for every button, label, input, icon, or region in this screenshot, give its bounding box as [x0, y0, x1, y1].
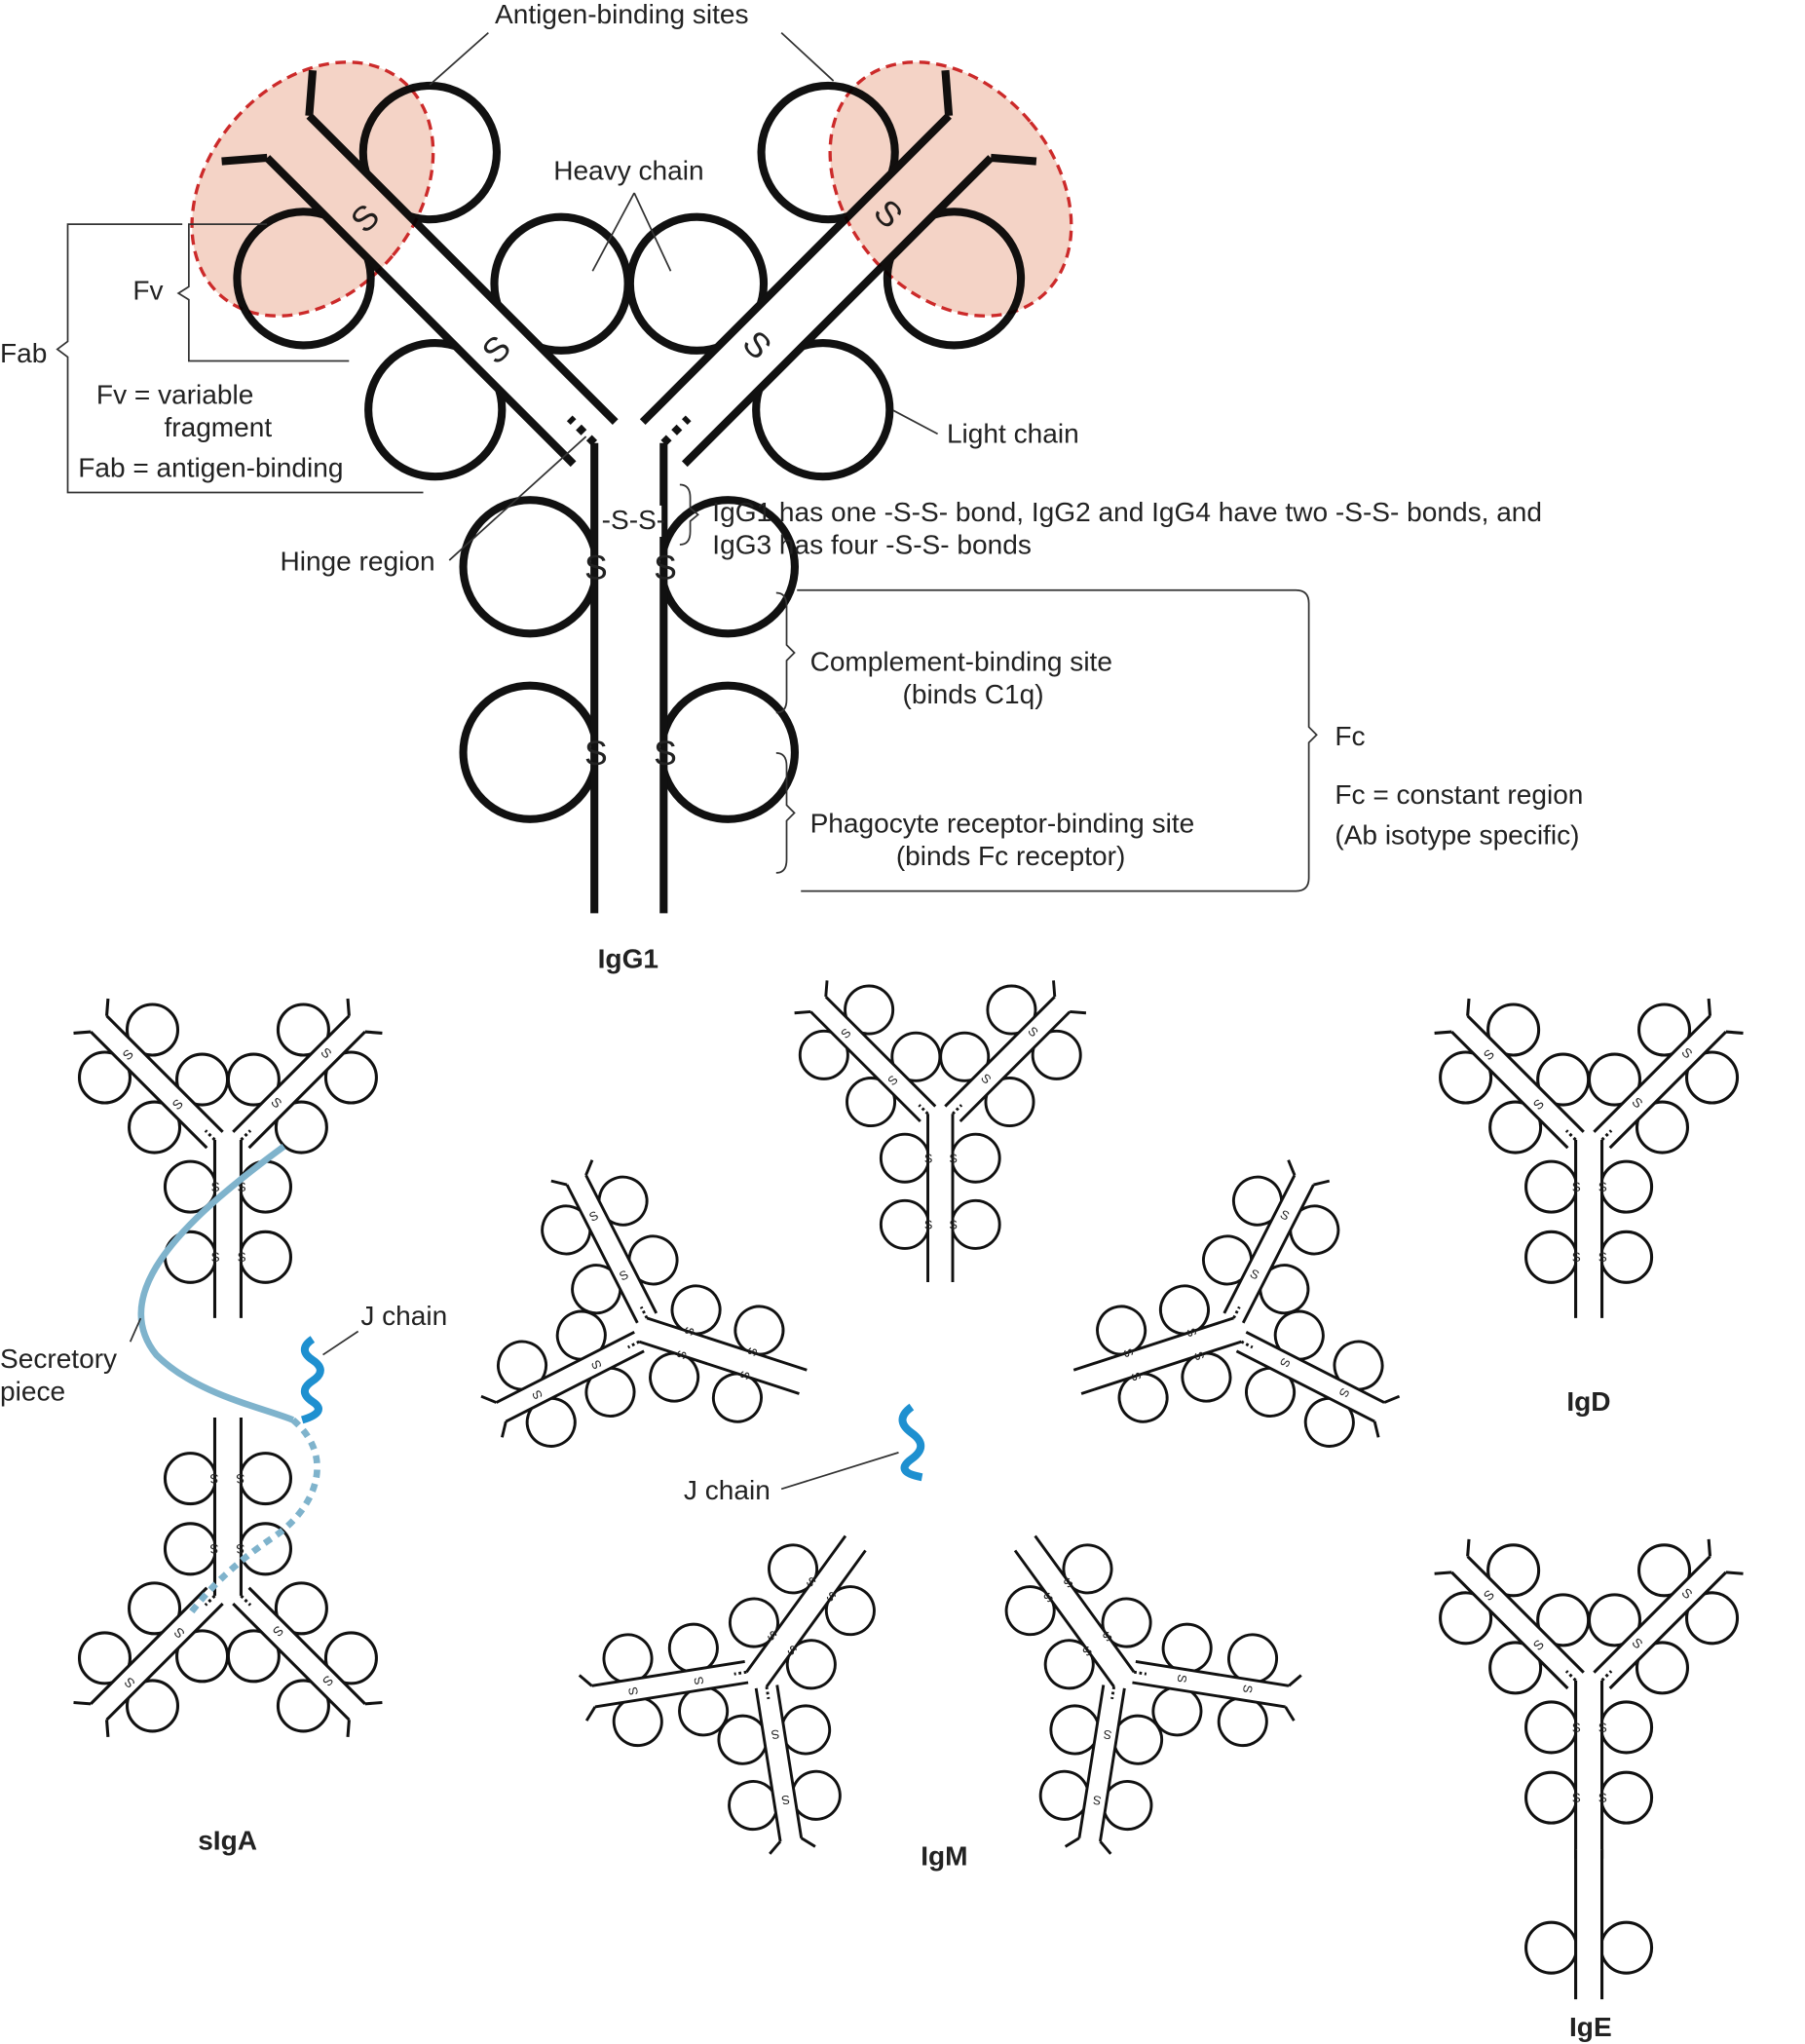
igm-j-chain — [898, 1403, 925, 1482]
secretory-piece-label: Secretory — [0, 1344, 117, 1374]
ige-structure — [1410, 1515, 1767, 2000]
igg1-structure — [142, 6, 1121, 914]
secretory-piece-hidden — [186, 1417, 320, 1617]
complement-binding-site-sub: (binds C1q) — [903, 679, 1044, 709]
secretory-piece-label-cont: piece — [0, 1376, 65, 1406]
igm-structure — [442, 958, 1439, 1906]
fv-definition: Fv = variable — [96, 380, 253, 410]
complement-binding-site-label: Complement-binding site — [810, 647, 1112, 677]
igd-title: IgD — [1566, 1386, 1610, 1417]
ige-title: IgE — [1569, 2012, 1612, 2042]
fv-label: Fv — [132, 276, 163, 306]
fab-definition: Fab = antigen-binding — [78, 452, 343, 482]
igm-title: IgM — [921, 1841, 967, 1872]
fc-definition-cont: (Ab isotype specific) — [1335, 820, 1579, 851]
siga-title: sIgA — [198, 1826, 257, 1856]
fab-label: Fab — [0, 338, 47, 368]
igg1-title: IgG1 — [598, 944, 658, 974]
siga-j-chain — [300, 1336, 324, 1424]
igm-j-chain-label: J chain — [684, 1475, 771, 1505]
siga-structure — [49, 974, 406, 1761]
disulfide-bond-label: -S-S- — [602, 505, 665, 535]
fc-definition: Fc = constant region — [1335, 779, 1583, 810]
light-chain-label: Light chain — [947, 419, 1079, 449]
hinge-region-label: Hinge region — [280, 547, 434, 577]
igd-structure — [1410, 974, 1767, 1318]
phagocyte-receptor-site-sub: (binds Fc receptor) — [896, 841, 1126, 871]
igg-disulfide-note-cont: IgG3 has four -S-S- bonds — [712, 529, 1032, 559]
antigen-binding-sites-label: Antigen-binding sites — [495, 0, 749, 29]
phagocyte-receptor-site-label: Phagocyte receptor-binding site — [810, 808, 1195, 838]
siga-j-chain-label: J chain — [360, 1301, 447, 1331]
igg-disulfide-note: IgG1 has one -S-S- bond, IgG2 and IgG4 h… — [712, 497, 1542, 527]
fv-definition-cont: fragment — [164, 412, 272, 442]
secretory-piece — [137, 1143, 295, 1423]
heavy-chain-label: Heavy chain — [553, 156, 703, 186]
fc-label: Fc — [1335, 721, 1365, 751]
